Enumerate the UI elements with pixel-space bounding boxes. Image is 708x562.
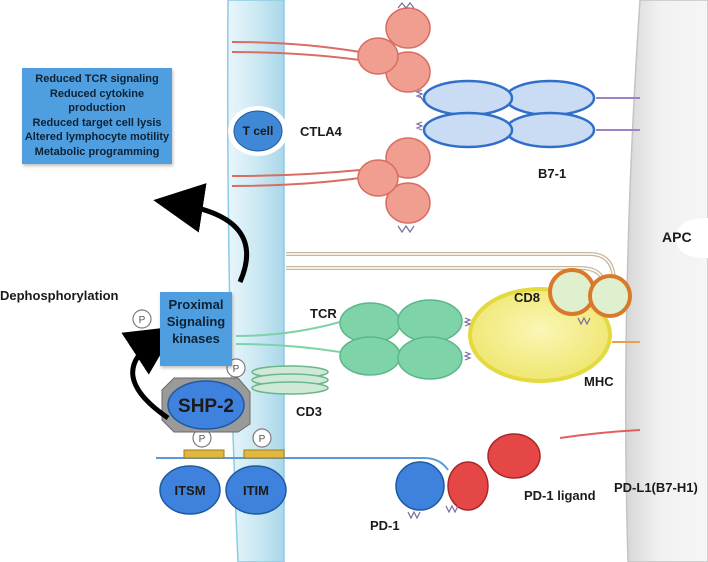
ctla4-label: CTLA4 (300, 124, 343, 139)
t-cell-label: T cell (243, 124, 274, 138)
itim (225, 465, 287, 515)
cd8 (548, 268, 632, 326)
tcr-label: TCR (310, 306, 337, 321)
proximal-signaling-kinases-box: Proximal Signaling kinases (160, 292, 232, 366)
cd8-label: CD8 (514, 290, 540, 305)
pd1-ligand-stalk (559, 429, 641, 439)
shp2-label: SHP-2 (178, 396, 234, 417)
itsm-label: ITSM (174, 483, 205, 498)
pd1-ligand-label: PD-1 ligand (524, 488, 596, 503)
phospho-shp2-label: P (233, 364, 240, 375)
phospho-itim-label: P (259, 434, 266, 445)
pd1-label: PD-1 (370, 518, 400, 533)
arrow-left-loop (121, 326, 177, 421)
ctla4-lower (231, 137, 431, 234)
phospho-free-label: P (139, 315, 146, 326)
phospho-itsm-label: P (199, 434, 206, 445)
tcr-stalk-2 (235, 343, 341, 353)
itsm (159, 465, 221, 515)
itim-label: ITIM (243, 483, 269, 498)
apc-label: APC (662, 229, 692, 245)
pd1-stalk (156, 457, 449, 471)
t-cell-nucleus (233, 110, 283, 152)
b7-1-label: B7-1 (538, 166, 566, 181)
b7-1 (415, 79, 640, 149)
effect-item: Metabolic programming (34, 145, 160, 158)
itim-motif (243, 449, 285, 459)
cd3 (251, 365, 329, 395)
pd1-ligand (445, 433, 541, 514)
pd1 (395, 461, 445, 520)
effect-item: Reduced target cell lysis (32, 116, 162, 129)
dephosphorylation-label: Dephosphorylation (0, 288, 119, 303)
effect-item: Reduced TCR signaling (35, 73, 159, 85)
cd3-label: CD3 (296, 404, 322, 419)
mhc-label: MHC (584, 374, 614, 389)
itsm-motif (183, 449, 225, 459)
arrow-up-right (153, 183, 250, 284)
kinase-line: Signaling (166, 314, 226, 329)
phospho-itim: P (252, 428, 272, 448)
kinase-line: kinases (172, 331, 220, 346)
kinase-line: Proximal (168, 297, 224, 312)
ctla4-upper (231, 2, 437, 104)
effect-item: Reduced cytokine production (49, 87, 145, 115)
phospho-free: P (132, 309, 152, 329)
effect-item: Altered lymphocyte motility (24, 131, 170, 143)
apc-membrane (624, 0, 708, 562)
pdl1-label: PD-L1(B7-H1) (614, 480, 698, 495)
apc-notch (676, 218, 708, 258)
tcr-stalk (235, 321, 341, 337)
tcr (339, 299, 472, 380)
effects-box: Reduced TCR signaling Reduced cytokine p… (22, 68, 172, 164)
shp2 (167, 380, 245, 430)
